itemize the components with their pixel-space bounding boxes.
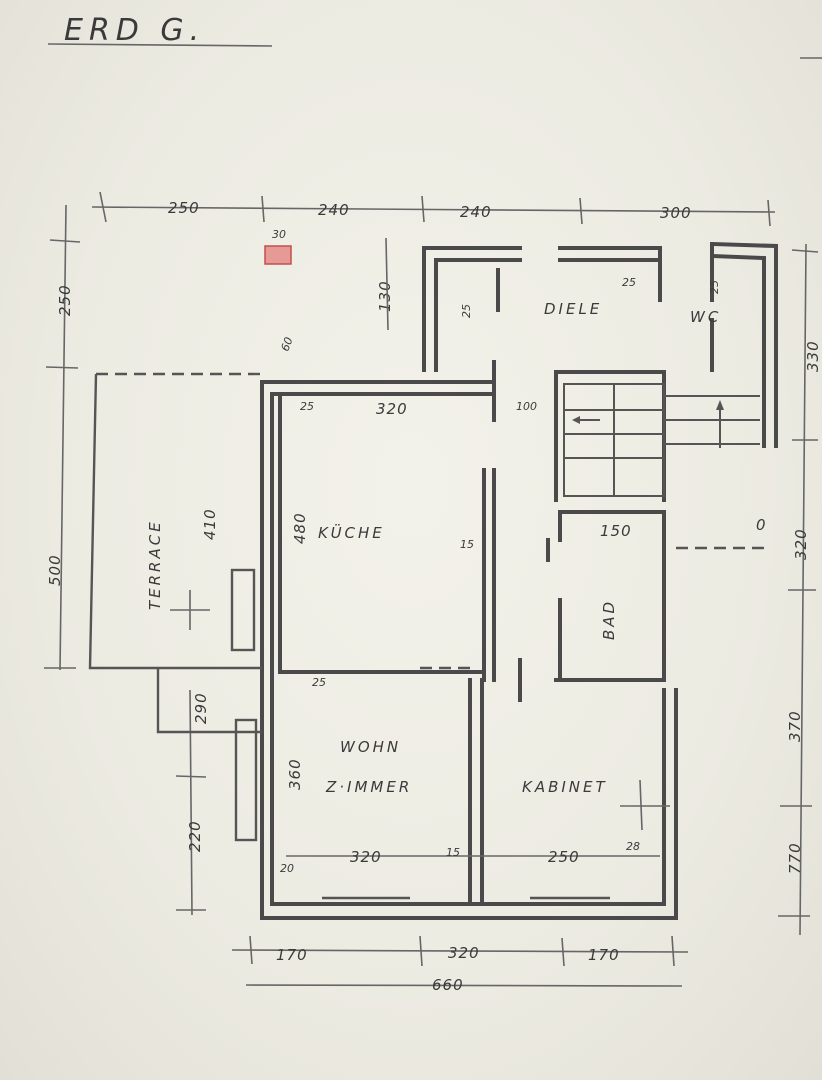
dim-left-mid: 500 [46,554,64,586]
bad-walls [546,510,666,682]
dim-bottom-2: 320 [448,944,480,962]
plan-title: ERD G. [64,13,205,48]
top-dimension-chain [91,191,776,227]
dim-top-4: 300 [660,204,692,222]
dim-wall-20: 20 [280,862,294,875]
dim-top-2: 240 [318,201,350,219]
dim-bad-width: 150 [600,522,632,540]
dim-right-2: 320 [792,528,810,560]
dim-wall-25c: 25 [460,304,473,318]
dim-left-low: 220 [186,820,204,852]
dim-right-3: 370 [786,710,804,742]
dim-sixty: 60 [279,335,296,353]
dim-bottom-3: 170 [588,946,620,964]
dim-wohn-height: 360 [286,758,304,790]
room-label-wohn-1: WOHN [340,738,401,756]
dim-right-4: 770 [786,842,804,874]
right-dimension-chain [778,243,819,936]
dim-kabinet-width: 250 [548,848,580,866]
dim-hall-opening: 100 [516,400,537,413]
staircase [563,383,760,497]
dim-zero: 0 [756,516,767,534]
dim-bottom-1: 170 [276,946,308,964]
dim-left-top: 250 [56,284,74,316]
dim-chimney: 30 [272,228,286,241]
dim-diele-height: 130 [376,280,394,312]
left-dimension-chain [44,204,207,916]
title-underline [47,43,273,47]
dim-kueche-height: 480 [291,512,309,544]
terrace-outline [88,373,262,842]
dim-wall-15a: 15 [460,538,474,551]
dim-wall-28: 28 [626,840,640,853]
diele-height-line [385,237,389,331]
dim-right-1: 330 [804,340,822,372]
room-label-wohn-2: Z·IMMER [325,778,412,796]
dim-wall-25d: 25 [300,400,314,413]
room-label-kueche: KÜCHE [318,523,385,542]
dim-kueche-width: 320 [376,400,408,418]
wohn-kabinet-walls [286,658,670,906]
diele-walls [422,241,778,448]
dim-wohn-width: 320 [350,848,382,866]
dim-left-small: 290 [192,692,210,724]
chimney-marker [264,245,292,265]
room-label-bad: BAD [600,599,618,640]
room-label-wc: WC [690,308,721,326]
dim-wall-25e: 25 [312,676,326,689]
room-label-terrasse: TERRACE [146,519,164,610]
dim-wall-25a: 25 [622,276,636,289]
dim-wall-25b: 25 [708,280,721,294]
bottom-dimension-chain [231,935,689,987]
dim-bottom-total: 660 [432,976,464,994]
room-label-diele: DIELE [544,300,602,318]
dim-terrace-depth: 410 [201,508,219,540]
dim-wall-15b: 15 [446,846,460,859]
dim-top-3: 240 [460,203,492,221]
room-label-kabinet: KABINET [522,778,608,796]
dim-top-1: 250 [168,199,200,217]
kueche-walls [278,468,496,682]
